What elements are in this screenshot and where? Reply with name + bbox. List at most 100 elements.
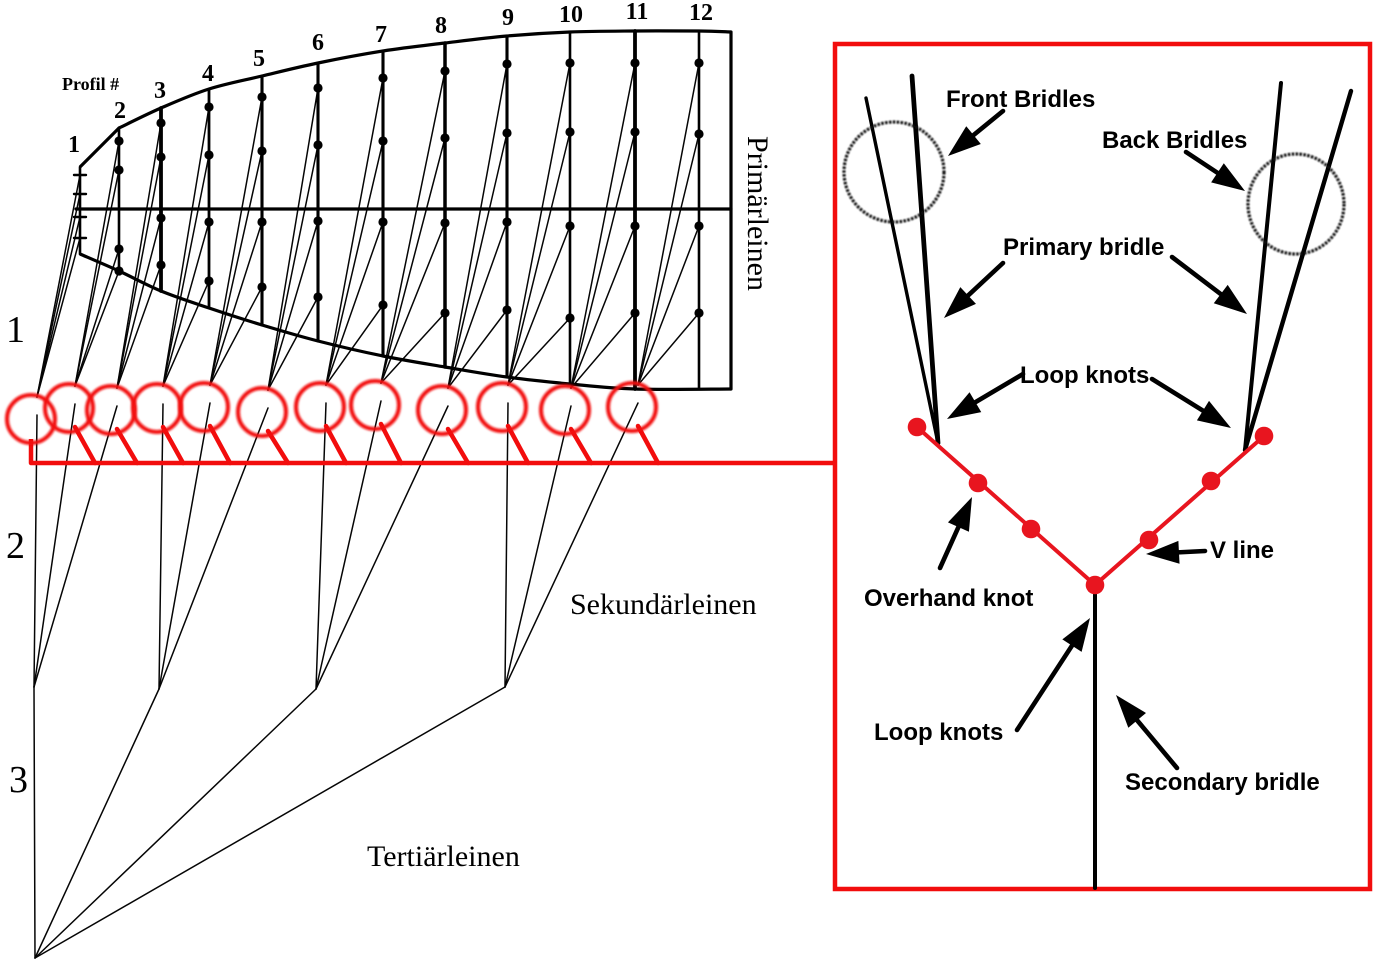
secondary-line	[33, 414, 38, 688]
attachment-point	[378, 136, 388, 146]
front-bridles-arrow-shaft	[966, 108, 1006, 142]
profile-number-12: 12	[689, 0, 713, 26]
primary-bridle-left-arrow-head	[944, 287, 976, 318]
primary-line	[36, 237, 81, 398]
link-ring-11	[539, 384, 591, 436]
primary-line	[116, 122, 162, 389]
primary-line	[380, 312, 446, 384]
v-line-arrow	[1146, 540, 1208, 564]
tertiary-lines	[33, 686, 506, 959]
primary-line	[36, 193, 81, 398]
sketch-circle	[1246, 152, 1346, 256]
attachment-point	[156, 213, 166, 223]
knot-dot	[1201, 471, 1221, 491]
primary-line	[637, 312, 700, 386]
red-link	[323, 423, 349, 466]
loop-knots-left-arrow-head	[947, 392, 982, 419]
front-bridle-line	[909, 73, 941, 446]
primary-line	[209, 96, 263, 386]
attachment-point	[630, 127, 640, 137]
tertiary-lines-label: Tertiärleinen	[367, 840, 520, 873]
primary-line	[209, 286, 263, 386]
link-ring-1	[5, 393, 57, 445]
tertiary-line	[34, 688, 160, 959]
v-line-arm	[915, 425, 1097, 587]
red-link	[207, 423, 233, 466]
secondary-lines	[33, 400, 639, 690]
red-link	[160, 424, 186, 466]
attachment-point	[565, 127, 575, 137]
red-link	[378, 421, 404, 466]
back-bridles-label: Back Bridles	[1102, 127, 1247, 154]
tertiary-line	[34, 686, 506, 959]
primary-line	[380, 70, 446, 384]
primary-line	[162, 106, 210, 387]
primary-line	[209, 150, 263, 386]
v-line-label: V line	[1210, 537, 1274, 564]
red-link	[265, 428, 291, 466]
profile-number-3: 3	[154, 78, 166, 104]
attachment-point	[694, 58, 704, 68]
attachment-point	[156, 118, 166, 128]
front-bridles-arrow	[948, 108, 1006, 156]
profile-number-2: 2	[114, 98, 126, 124]
attachment-point	[378, 73, 388, 83]
overhand-knot-arrow-shaft	[937, 519, 964, 571]
wing-leading-edge	[78, 29, 732, 169]
attachment-point	[440, 66, 450, 76]
link-ring-12	[606, 381, 658, 433]
attachment-point	[694, 308, 704, 318]
secondary-line	[158, 403, 164, 690]
secondary-line	[315, 405, 449, 690]
attachment-point	[694, 129, 704, 139]
loop-knots-left-arrow	[947, 371, 1026, 419]
secondary-lines-label: Sekundärleinen	[570, 588, 757, 621]
loop-knots-lower-arrow-head	[1062, 618, 1090, 652]
red-link	[445, 426, 471, 466]
secondary-line	[158, 402, 211, 690]
attachment-point	[502, 128, 512, 138]
loop-knots-right-arrow-head	[1196, 400, 1231, 428]
riser-link-row	[5, 379, 838, 466]
profile-number-6: 6	[312, 30, 324, 56]
primary-line	[570, 62, 636, 389]
attachment-point	[502, 305, 512, 315]
loop-knots-lower-label: Loop knots	[874, 719, 1003, 746]
primary-bridle-right-arrow-head	[1213, 284, 1247, 314]
knot-dot	[1021, 519, 1041, 539]
sketch-circle	[842, 120, 946, 224]
attachment-point	[204, 217, 214, 227]
back-bridle-line	[1242, 88, 1354, 453]
loop-knots-right-arrow-shaft	[1149, 376, 1211, 417]
attachment-point	[694, 221, 704, 231]
attachment-point	[204, 150, 214, 160]
attachment-point	[257, 92, 267, 102]
attachment-point	[114, 165, 124, 175]
profile-number-9: 9	[502, 5, 514, 31]
primary-bridle-label: Primary bridle	[1003, 234, 1164, 261]
primary-line	[74, 169, 120, 387]
link-ring-4	[131, 382, 183, 434]
secondary-bridle-label: Secondary bridle	[1125, 769, 1320, 796]
v-line-arm	[1093, 434, 1266, 587]
level-1-label: 1	[6, 309, 25, 351]
attachment-point	[440, 218, 450, 228]
primary-bridle-right-arrow-shaft	[1169, 254, 1228, 300]
red-link	[114, 426, 140, 466]
secondary-line	[158, 407, 269, 690]
link-ring-10	[476, 381, 528, 433]
attachment-point	[565, 313, 575, 323]
primary-line	[116, 156, 162, 389]
red-link	[635, 423, 661, 466]
primary-line	[36, 216, 81, 398]
primary-line-fans	[36, 62, 700, 398]
attachment-point	[565, 58, 575, 68]
back-bridles-arrow-shaft	[1183, 149, 1225, 179]
primary-line	[570, 131, 636, 389]
profil-number-label: Profil #	[62, 74, 119, 94]
wing-text-labels: Profil # 1 2 3 4 5 6 7 8 9 10 11 12 1 2 …	[6, 0, 774, 873]
attachment-point	[114, 136, 124, 146]
link-ring-5	[178, 381, 230, 433]
attachment-point	[313, 140, 323, 150]
